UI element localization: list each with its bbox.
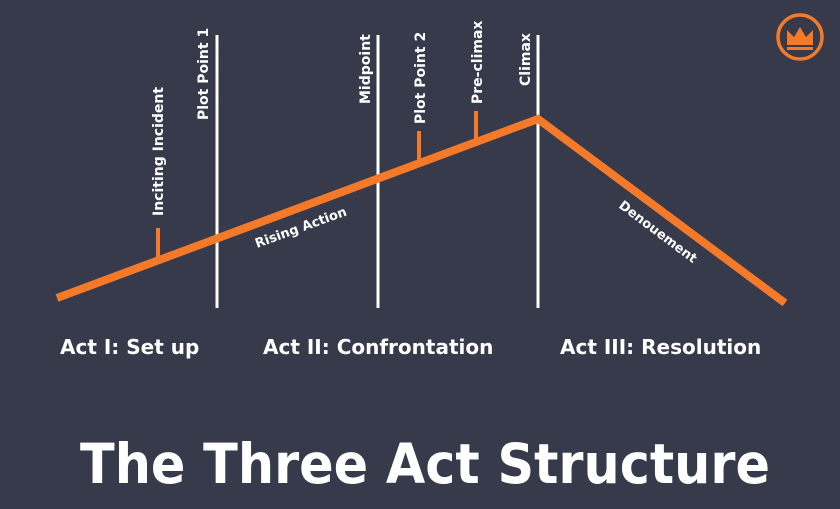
act-1-label: Act I: Set up [60,335,199,359]
pre-climax-label: Pre-climax [470,21,486,104]
midpoint-label: Midpoint [358,34,374,104]
act-2-label: Act II: Confrontation [263,335,493,359]
inciting-incident-label: Inciting Incident [151,87,167,216]
rising-action-label: Rising Action [253,205,349,252]
plot-point-1-label: Plot Point 1 [196,28,212,120]
act-3-label: Act III: Resolution [560,335,761,359]
story-arc-line [55,114,788,307]
plot-point-2-label: Plot Point 2 [413,32,429,124]
climax-label: Climax [518,33,534,86]
crown-icon [776,13,824,61]
page-title: The Three Act Structure [80,432,770,496]
